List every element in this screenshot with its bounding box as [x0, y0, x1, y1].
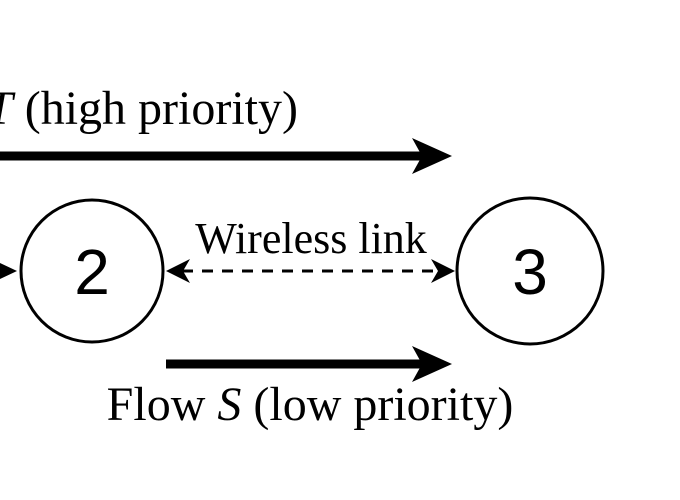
- wireless-link-arrow-head-left: [166, 259, 190, 283]
- bottom-flow-prefix: Flow: [107, 378, 218, 431]
- bottom-flow-name: S: [217, 378, 241, 431]
- bottom-flow-arrow-head: [412, 346, 452, 382]
- node-2-circle: [19, 198, 165, 344]
- node-2: 2: [19, 198, 165, 344]
- bottom-flow-label: Flow S (low priority): [107, 378, 514, 431]
- node-3-label: 3: [512, 236, 548, 308]
- top-flow-label: T (high priority): [0, 82, 298, 135]
- wireless-link-arrow-head-right: [431, 259, 455, 283]
- top-flow-name: T: [0, 82, 16, 135]
- node-2-label: 2: [74, 236, 110, 308]
- top-flow-arrow: [0, 138, 452, 174]
- wireless-link-label: Wireless link: [195, 214, 427, 263]
- top-flow-arrow-head: [412, 138, 452, 174]
- bottom-flow-priority: (low priority): [241, 378, 513, 431]
- top-flow-priority: (high priority): [13, 82, 298, 135]
- bottom-flow-arrow: [166, 346, 452, 382]
- node-3-circle: [455, 196, 605, 346]
- wireless-link-arrow: [166, 259, 455, 283]
- node-3: 3: [455, 196, 605, 346]
- incoming-arrow-tip: [0, 263, 17, 279]
